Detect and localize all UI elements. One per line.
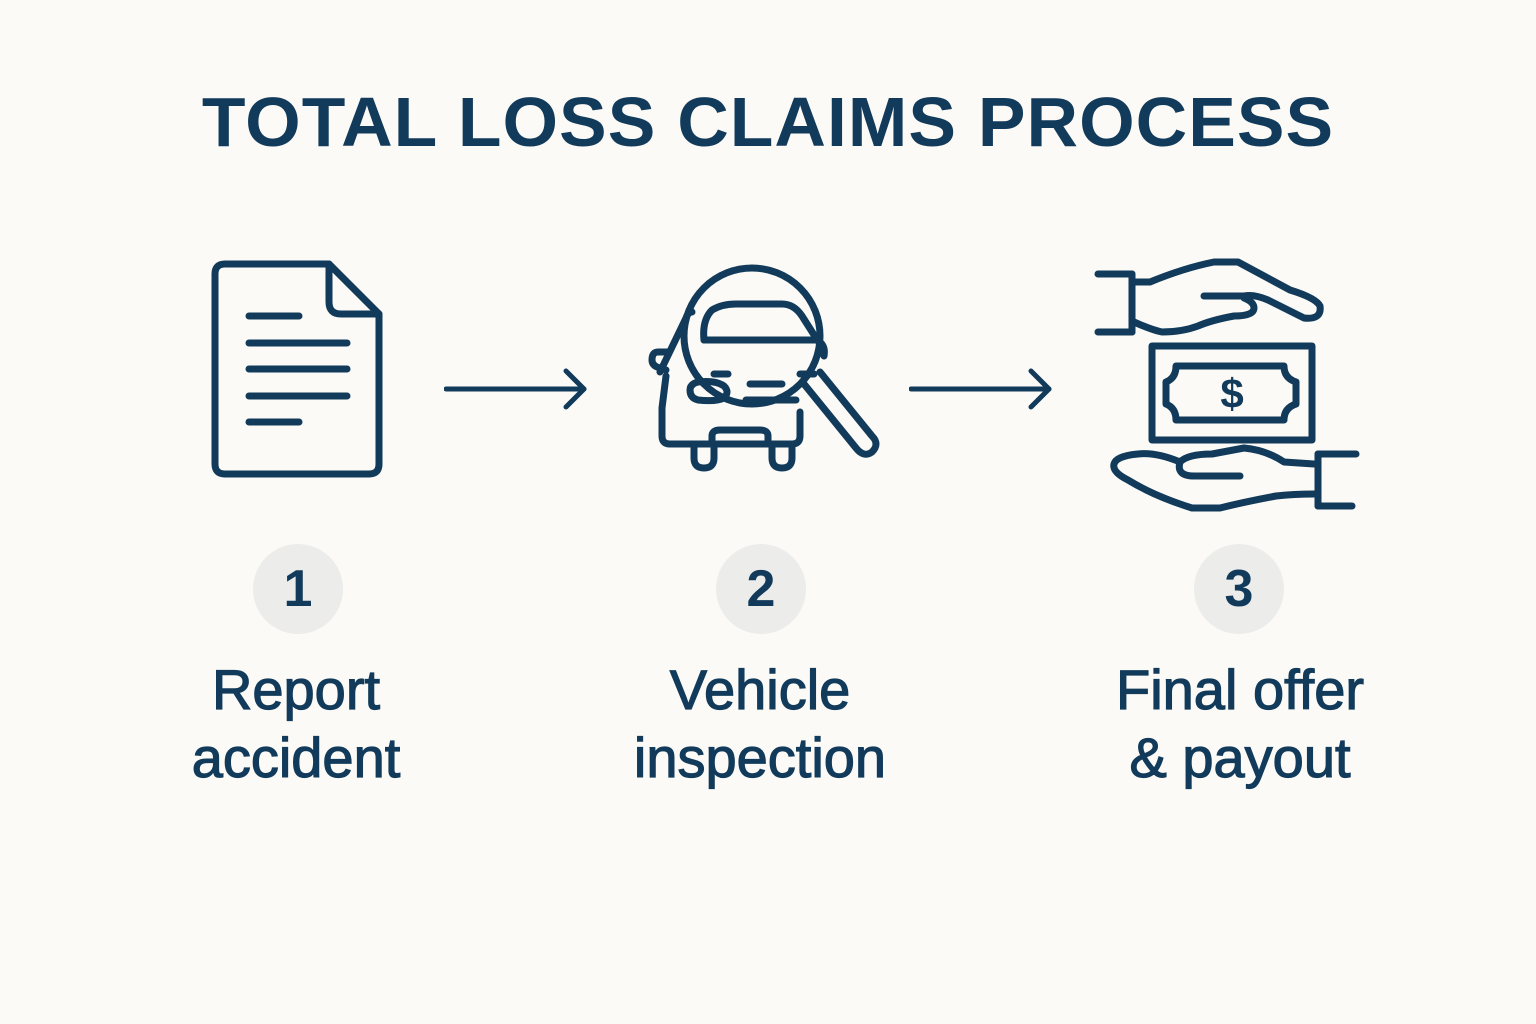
arrow-right-icon <box>443 368 587 410</box>
step-1-number-badge: 1 <box>253 544 343 634</box>
step-1-label: Report accident <box>86 656 506 792</box>
step-2-label: Vehicle inspection <box>550 656 970 792</box>
arrow-step-1-to-2 <box>443 366 589 417</box>
step-2-label-line-1: Vehicle <box>669 657 851 721</box>
step-3-label: Final offer & payout <box>1030 656 1450 792</box>
step-3-icon: $ <box>1094 258 1360 514</box>
step-2-label-line-2: inspection <box>633 725 887 789</box>
step-2-icon <box>632 260 880 476</box>
step-1-label-line-1: Report <box>211 657 381 721</box>
document-icon <box>211 260 383 478</box>
step-3-label-line-1: Final offer <box>1115 657 1364 721</box>
hands-money-icon: $ <box>1094 258 1360 512</box>
arrow-right-icon <box>908 368 1052 410</box>
svg-text:$: $ <box>1220 370 1243 417</box>
car-magnifier-icon <box>648 264 880 472</box>
diagram-title: TOTAL LOSS CLAIMS PROCESS <box>201 83 1335 161</box>
step-1-icon <box>211 260 383 478</box>
step-3-number-badge: 3 <box>1194 544 1284 634</box>
step-3-label-line-2: & payout <box>1129 725 1351 789</box>
step-2-number-badge: 2 <box>716 544 806 634</box>
step-1-label-line-2: accident <box>191 725 401 789</box>
arrow-step-2-to-3 <box>908 366 1054 417</box>
